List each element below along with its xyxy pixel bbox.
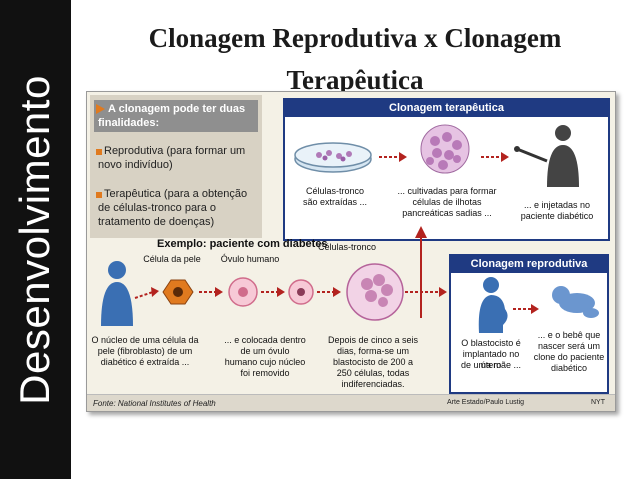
repro-step2-line4: diabético <box>550 363 588 373</box>
terapeutica-line2: de células-tronco para o <box>98 202 217 214</box>
ther-step2-line3: pancreáticas sadias ... <box>402 208 492 218</box>
intro-heading-line1: A clonagem pode ter duas <box>108 103 246 115</box>
reprodutiva-line1: Reprodutiva (para formar um <box>104 145 246 157</box>
repro-step2-line1: ... e o bebê que <box>537 330 601 340</box>
therapeutic-title: Clonagem terapêutica <box>285 100 608 117</box>
sidebar: Desenvolvimento <box>0 0 71 479</box>
repro-step2-line3: clone do paciente <box>533 352 605 362</box>
step3-line4: 250 células, todas <box>336 368 410 378</box>
repro-step1-line1: O blastocisto é <box>461 338 521 348</box>
triangle-bullet-icon <box>96 104 105 114</box>
example-title: Exemplo: paciente com diabetes <box>157 238 328 250</box>
step3-line1: Depois de cinco a seis <box>327 335 419 345</box>
agency-text: NYT <box>591 399 605 406</box>
intro-heading-line2: finalidades: <box>98 117 160 129</box>
reprodutiva-line2: novo indivíduo) <box>98 159 173 171</box>
skin-cell-label: Célula da pele <box>143 254 201 264</box>
ther-step1-line1: Células-tronco <box>305 186 365 196</box>
step3-line3: blastocisto de 200 a <box>332 357 414 367</box>
credit-text: Arte Estado/Paulo Lustig <box>447 399 525 406</box>
stem-cells-label: Células-tronco <box>317 242 377 252</box>
step1-line3: diabético é extraída ... <box>100 357 190 367</box>
ther-step2-line2: células de ilhotas <box>412 197 482 207</box>
sidebar-label: Desenvolvimento <box>11 75 58 405</box>
source-bar: Fonte: National Institutes of Health Art… <box>87 394 615 411</box>
square-bullet-icon <box>96 149 102 155</box>
therapeutic-cloning-panel: Clonagem terapêutica <box>283 98 610 241</box>
up-arrow-icon <box>415 226 427 318</box>
terapeutica-line3: tratamento de doenças) <box>98 216 215 228</box>
ther-step3-line1: ... e injetadas no <box>523 200 591 210</box>
intro-panel: A clonagem pode ter duas finalidades: Re… <box>90 95 262 238</box>
step2-line2: de um óvulo <box>240 346 290 356</box>
step1-line1: O núcleo de uma célula da <box>91 335 199 345</box>
intro-heading-bar <box>94 100 258 132</box>
reproductive-illustration <box>478 277 599 333</box>
cloning-infographic: A clonagem pode ter duas finalidades: Re… <box>86 91 616 412</box>
slide-title: Clonagem Reprodutiva x Clonagem Terapêut… <box>148 23 562 95</box>
process-illustration <box>101 261 447 326</box>
repro-step1-line2: implantado no útero <box>462 349 520 370</box>
source-text: Fonte: National Institutes of Health <box>93 399 216 408</box>
square-bullet-icon <box>96 192 102 198</box>
repro-step2-line2: nascer será um <box>537 341 601 351</box>
ovum-label: Óvulo humano <box>220 254 280 264</box>
step1-line2: pele (fibroblasto) de um <box>97 346 193 356</box>
repro-step1-line3: de uma mãe ... <box>460 360 522 370</box>
reproductive-cloning-panel: Clonagem reprodutiva O blastocisto é imp… <box>449 254 609 394</box>
step3-line2: dias, forma-se um <box>336 346 410 356</box>
step3-line5: indiferenciadas. <box>341 379 405 389</box>
ther-step2-line1: ... cultivadas para formar <box>397 186 497 196</box>
therapeutic-illustration <box>294 124 579 187</box>
step2-line3: humano cujo núcleo <box>224 357 306 367</box>
step2-line1: ... e colocada dentro <box>224 335 306 345</box>
terapeutica-line1: Terapêutica (para a obtenção <box>104 188 248 200</box>
reproductive-title: Clonagem reprodutiva <box>451 256 607 273</box>
ther-step3-line2: paciente diabético <box>520 211 594 221</box>
step2-line4: foi removido <box>240 368 290 378</box>
ther-step1-line2: são extraídas ... <box>302 197 368 207</box>
